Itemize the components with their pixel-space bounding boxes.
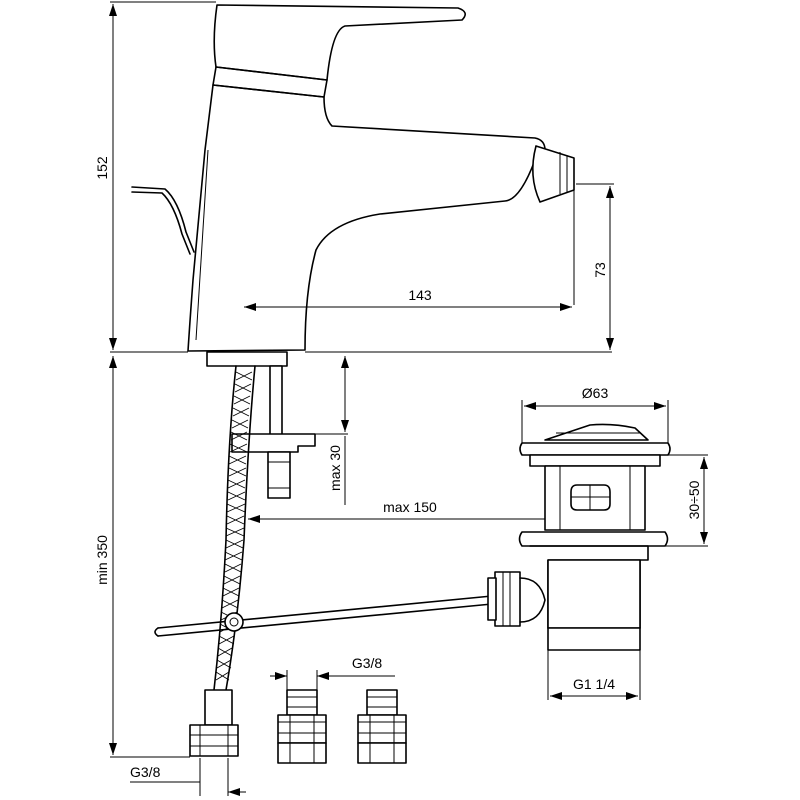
label-max30: max 30 bbox=[327, 445, 343, 491]
lever-handle bbox=[213, 4, 466, 81]
waste-drain bbox=[487, 423, 671, 651]
faucet-body bbox=[131, 4, 575, 367]
label-max150: max 150 bbox=[383, 499, 437, 515]
dimension-connector-thread: G3/8 bbox=[270, 655, 395, 690]
spout-body bbox=[187, 84, 546, 352]
dimension-hose-min350: min 350 bbox=[94, 356, 190, 758]
label-143: 143 bbox=[408, 287, 432, 303]
base-plate bbox=[206, 351, 288, 367]
label-min350: min 350 bbox=[94, 535, 110, 585]
dimension-waste-thread: G1 1/4 bbox=[547, 650, 641, 700]
dimension-diameter-63: Ø63 bbox=[521, 385, 669, 443]
dimension-height-152: 152 bbox=[94, 1, 216, 353]
label-connector-g38: G3/8 bbox=[352, 655, 383, 671]
dimension-max30: max 30 bbox=[315, 356, 349, 505]
label-73: 73 bbox=[592, 262, 608, 278]
dimension-30-50: 30÷50 bbox=[665, 454, 708, 547]
dimension-reach-143: 143 bbox=[244, 287, 572, 311]
label-diameter63: Ø63 bbox=[582, 385, 609, 401]
popup-rod bbox=[131, 186, 195, 253]
label-152: 152 bbox=[94, 156, 110, 180]
label-g114: G1 1/4 bbox=[573, 676, 615, 692]
dimension-hose-thread: G3/8 bbox=[130, 758, 246, 796]
aerator bbox=[532, 145, 575, 203]
flexible-hose bbox=[189, 365, 256, 757]
label-30-50: 30÷50 bbox=[686, 480, 702, 519]
cartridge-ring bbox=[212, 66, 328, 98]
dimension-outlet-73: 73 bbox=[573, 183, 614, 350]
pull-rod bbox=[154, 595, 493, 637]
mounting-hardware bbox=[231, 365, 316, 499]
dimension-max150: max 150 bbox=[248, 499, 590, 523]
connector-left bbox=[277, 689, 327, 764]
label-hose-g38: G3/8 bbox=[130, 764, 161, 780]
connector-right bbox=[357, 689, 407, 764]
